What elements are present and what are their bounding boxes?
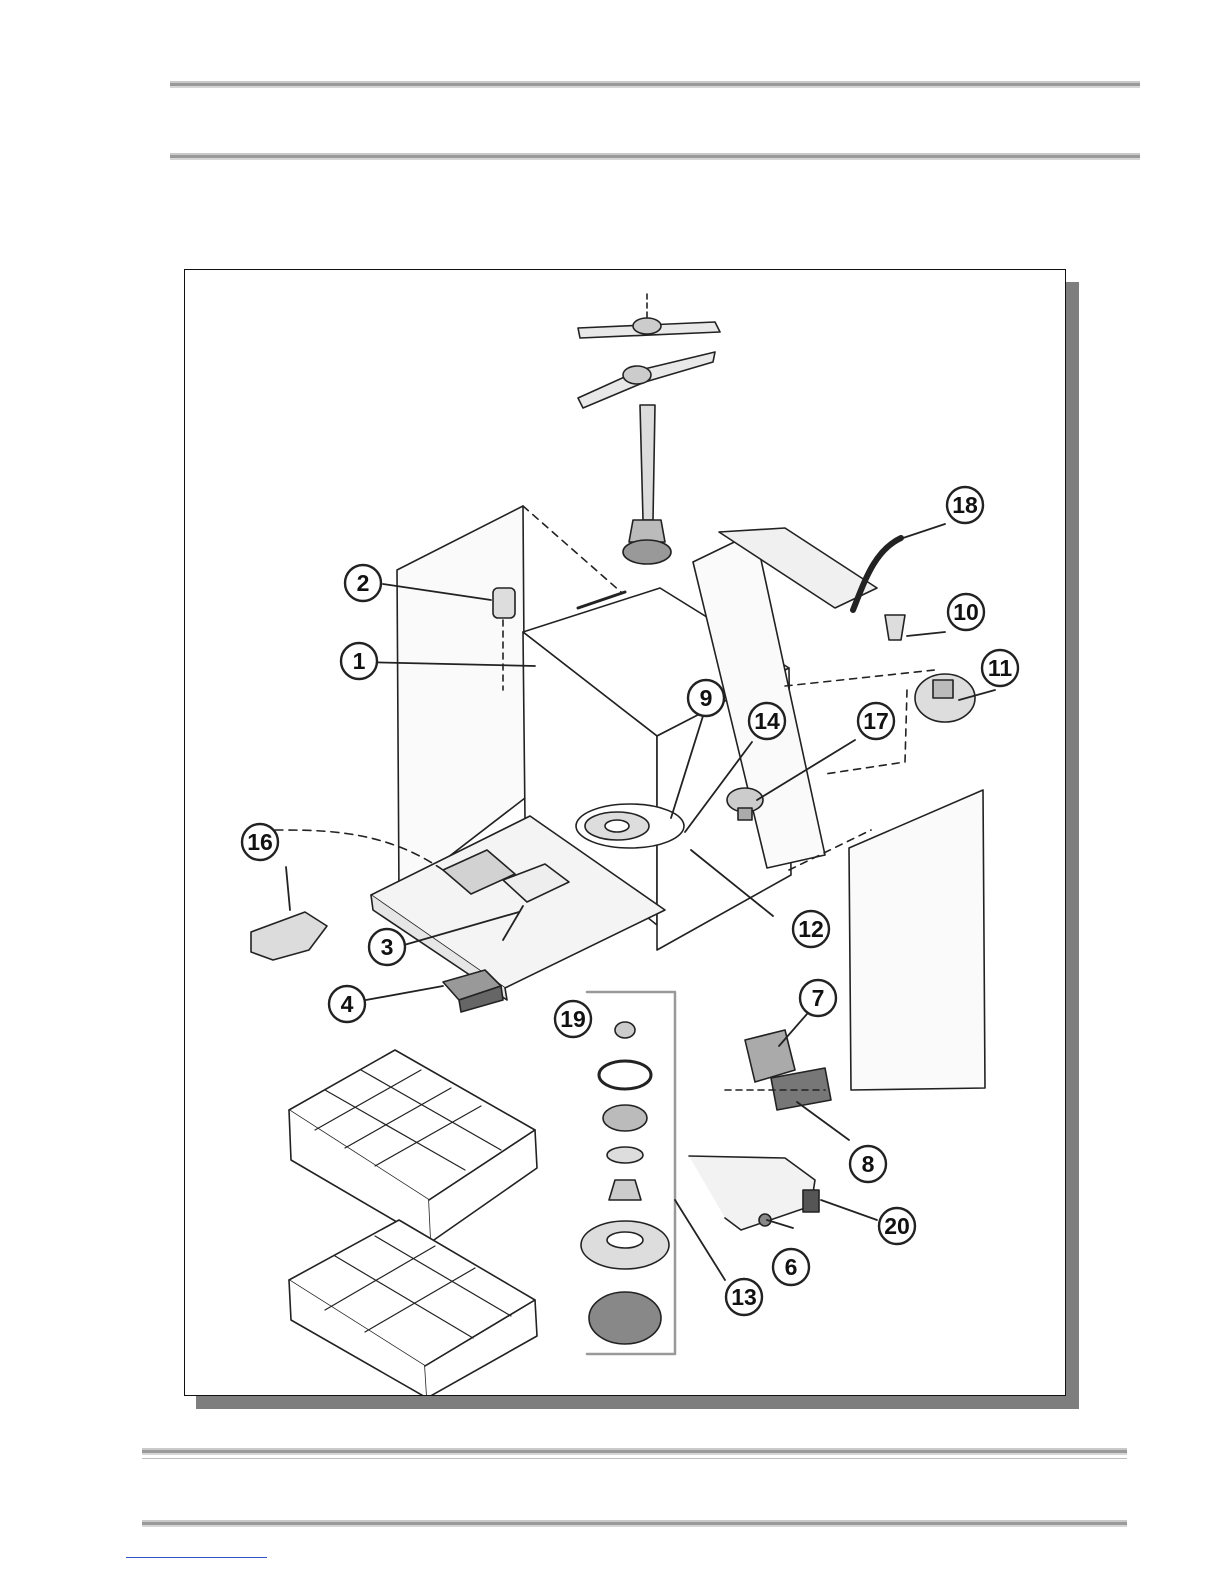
footer-link-underline[interactable] [126, 1557, 267, 1558]
callout-8-label: 8 [862, 1151, 875, 1177]
lower-spray-arm [578, 352, 715, 408]
callout-14-label: 14 [754, 708, 780, 734]
callout-10-label: 10 [953, 599, 979, 625]
callout-1-label: 1 [353, 648, 366, 674]
drain-valve-assembly [725, 1030, 831, 1110]
callout-11-label: 11 [988, 655, 1013, 681]
exploded-parts-diagram: 1 2 3 4 6 7 8 9 10 11 12 13 14 16 17 18 … [184, 269, 1066, 1396]
header-rule-bottom [170, 153, 1140, 160]
spray-tube [623, 405, 671, 564]
callout-16-label: 16 [247, 829, 273, 855]
callout-17-label: 17 [863, 708, 889, 734]
junction-box [689, 1156, 819, 1230]
callout-7-label: 7 [812, 985, 825, 1011]
exploded-view-drawing: 1 2 3 4 6 7 8 9 10 11 12 13 14 16 17 18 … [185, 270, 1066, 1396]
callout-12-label: 12 [798, 916, 824, 942]
right-side-panel [849, 790, 985, 1090]
callout-9-label: 9 [700, 685, 713, 711]
callout-13-label: 13 [731, 1284, 757, 1310]
upper-spray-arm [578, 294, 720, 338]
callout-4-label: 4 [341, 991, 354, 1017]
footer-rule-bottom [142, 1520, 1127, 1527]
callout-2-label: 2 [357, 570, 370, 596]
inlet-hose [853, 538, 901, 610]
header-rule-top [170, 81, 1140, 88]
callout-6-label: 6 [785, 1254, 798, 1280]
callout-19-label: 19 [560, 1006, 586, 1032]
callout-18-label: 18 [952, 492, 978, 518]
footer-rule-top-thin [142, 1458, 1127, 1459]
pump-assembly [581, 992, 675, 1354]
callout-20-label: 20 [884, 1213, 910, 1239]
callout-3-label: 3 [381, 934, 394, 960]
vent-part [885, 615, 905, 640]
upper-dish-rack [289, 1050, 537, 1242]
lower-dish-rack [289, 1220, 537, 1396]
footer-rule-top [142, 1448, 1127, 1455]
